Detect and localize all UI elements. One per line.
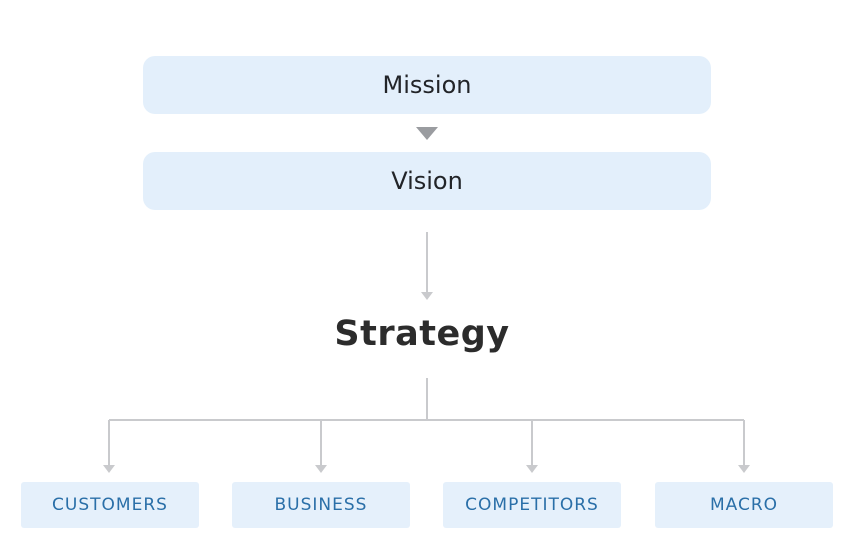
mission-label: Mission [382, 71, 472, 99]
branch-arrowhead-macro [738, 465, 750, 473]
branch-arrowhead-business [315, 465, 327, 473]
vision-box: Vision [143, 152, 711, 210]
factor-label-business: BUSINESS [274, 495, 368, 515]
mission-to-vision-arrow [416, 127, 438, 140]
branch-arrowhead-customers [103, 465, 115, 473]
strategy-title: Strategy [334, 314, 510, 354]
mission-box: Mission [143, 56, 711, 114]
vision-to-strategy-arrowhead [421, 292, 433, 300]
factor-box-business: BUSINESS [232, 482, 410, 528]
factor-label-competitors: COMPETITORS [465, 495, 599, 515]
branch-arrowhead-competitors [526, 465, 538, 473]
factor-label-macro: MACRO [709, 495, 779, 515]
factor-box-customers: CUSTOMERS [21, 482, 199, 528]
vision-label: Vision [391, 167, 463, 195]
factor-box-competitors: COMPETITORS [443, 482, 621, 528]
factor-box-macro: MACRO [655, 482, 833, 528]
factor-label-customers: CUSTOMERS [52, 495, 168, 515]
